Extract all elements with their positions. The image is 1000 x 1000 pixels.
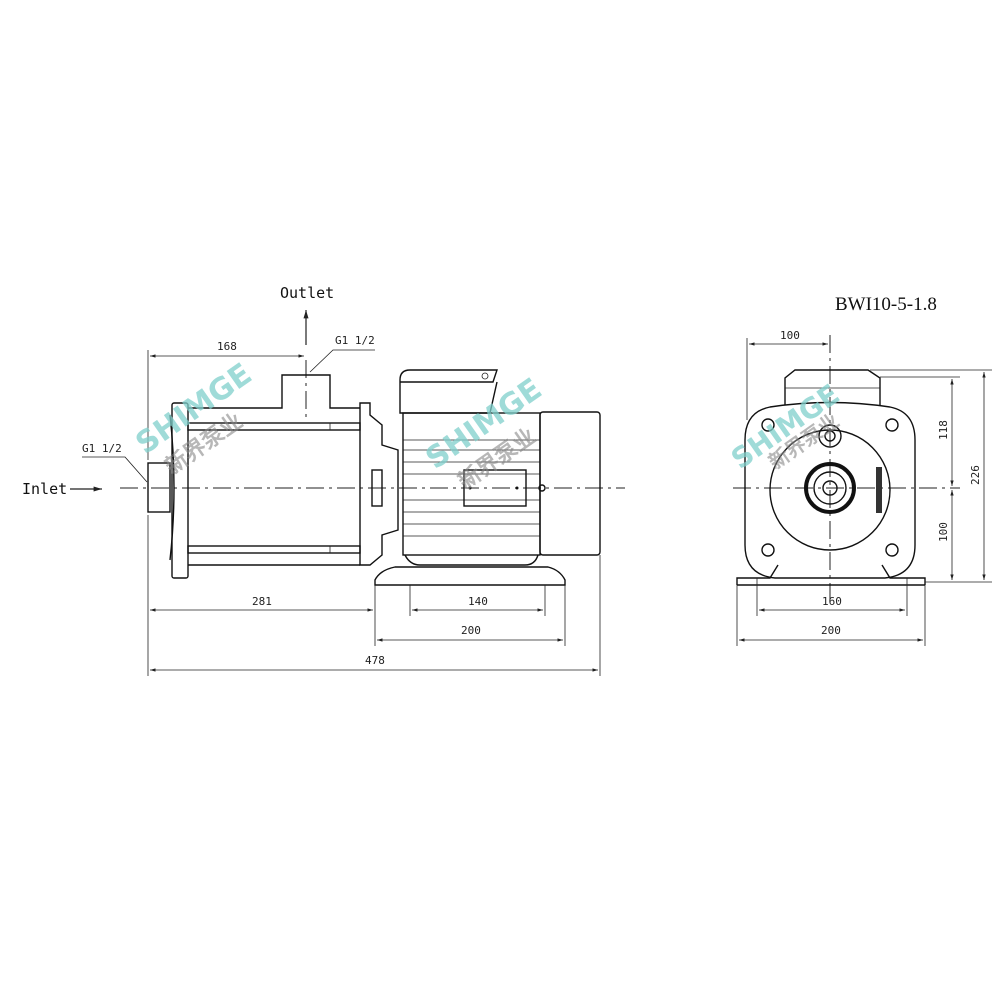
dimension-160: 160: [759, 595, 905, 612]
outlet-thread-callout: G1 1/2: [335, 334, 375, 347]
svg-text:100: 100: [780, 329, 800, 342]
inlet-thread-callout: G1 1/2: [82, 442, 122, 455]
svg-text:140: 140: [468, 595, 488, 608]
dimension-end-100-top: 100: [749, 329, 828, 346]
svg-text:226: 226: [969, 465, 982, 485]
brand-plate: [876, 467, 882, 513]
motor-feet: [736, 564, 926, 586]
dimension-118: 118: [937, 379, 954, 486]
pump-head-flange: [359, 402, 399, 566]
svg-text:200: 200: [821, 624, 841, 637]
dimension-168: 168: [147, 340, 304, 460]
dimension-200: 200: [377, 624, 563, 642]
outlet-label: Outlet: [280, 284, 334, 302]
motor-end-face: [744, 401, 916, 579]
dimension-end-100-bottom: 100: [937, 490, 954, 580]
inlet-label: Inlet: [22, 480, 67, 498]
outlet-port: [188, 374, 360, 409]
tie-rod-bottom: [187, 545, 361, 554]
svg-text:281: 281: [252, 595, 272, 608]
inlet-flange: [171, 402, 189, 579]
end-view: 100 118 100 226 160 200: [733, 329, 992, 646]
terminal-box-end: [784, 369, 881, 405]
svg-text:118: 118: [937, 420, 950, 440]
svg-text:160: 160: [822, 595, 842, 608]
model-title: BWI10-5-1.8: [835, 294, 937, 315]
inlet-port-end: [804, 462, 856, 514]
svg-text:168: 168: [217, 340, 237, 353]
side-view: Outlet Inlet G1 1/2 G1 1/2 168 281 140: [22, 284, 625, 676]
dimension-478: 478: [150, 654, 598, 672]
motor-base: [374, 566, 566, 586]
svg-text:100: 100: [937, 522, 950, 542]
dimension-end-200: 200: [739, 624, 923, 642]
nameplate: [463, 469, 527, 507]
inlet-port: [147, 462, 171, 513]
dimension-281: 281: [150, 595, 373, 612]
svg-text:200: 200: [461, 624, 481, 637]
dimension-226: 226: [969, 372, 986, 580]
motor-end-cap: [539, 411, 601, 556]
svg-text:478: 478: [365, 654, 385, 667]
dimension-140: 140: [412, 595, 543, 612]
